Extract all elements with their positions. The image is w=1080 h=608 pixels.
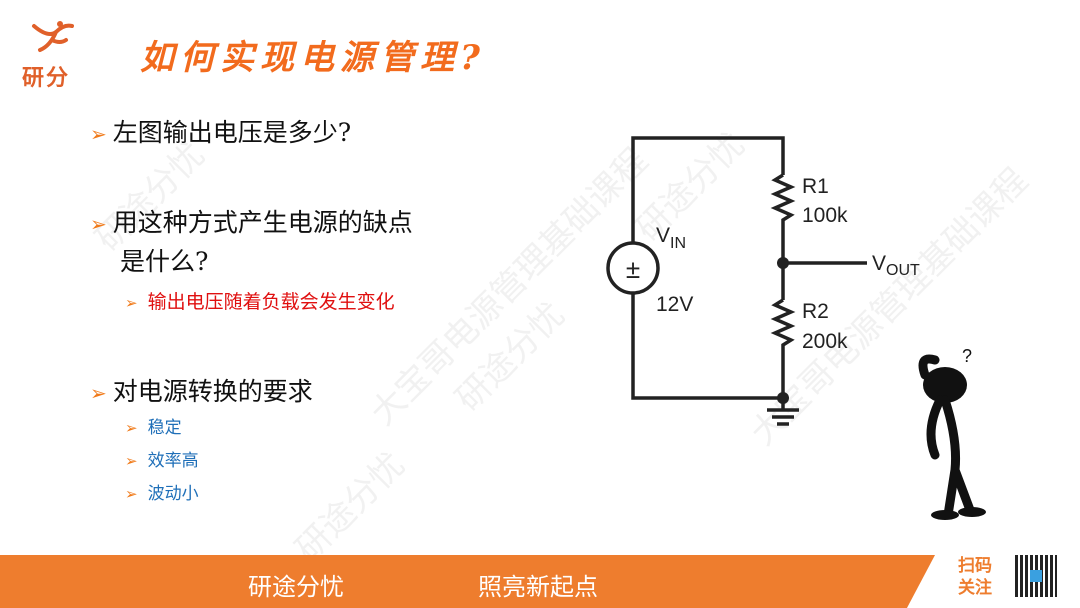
sub-bullet: ➢ 效率高 <box>125 446 199 471</box>
bullet-2-cont: 是什么? <box>120 247 209 276</box>
bullet-2: ➢用这种方式产生电源的缺点 <box>90 203 413 239</box>
footer-bar <box>0 555 935 608</box>
vout-label: VOUT <box>872 252 920 279</box>
thinking-figure: ? <box>918 346 986 520</box>
junction-dot <box>777 392 789 404</box>
r2-name: R2 <box>802 300 829 323</box>
source-symbol: ± <box>626 254 640 284</box>
r1-name: R1 <box>802 175 829 198</box>
footer-slogan-right: 照亮新起点 <box>478 573 598 601</box>
arrow-icon: ➢ <box>125 419 138 437</box>
bullet-text: 对电源转换的要求 <box>112 377 313 406</box>
scan-follow-label: 扫码关注 <box>958 555 992 599</box>
bullet-3: ➢对电源转换的要求 <box>90 372 313 408</box>
sub-bullet-text: 稳定 <box>147 418 182 438</box>
resistor-r2 <box>770 298 796 350</box>
scan-text: 扫码 <box>958 556 992 576</box>
footer-slogan-left: 研途分忧 <box>248 573 344 601</box>
arrow-icon: ➢ <box>125 485 138 503</box>
arrow-icon: ➢ <box>125 294 138 312</box>
r1-value: 100k <box>802 204 848 227</box>
voltage-source <box>606 241 660 295</box>
sub-bullet-text: 效率高 <box>147 451 199 471</box>
r2-value: 200k <box>802 330 848 353</box>
vin-value: 12V <box>656 293 693 316</box>
sub-bullet-text: 输出电压随着负载会发生变化 <box>147 291 395 313</box>
question-mark: ? <box>962 346 972 366</box>
qr-code-icon[interactable] <box>1015 555 1057 597</box>
logo-text: 研分 <box>22 66 71 91</box>
logo-icon <box>32 21 74 52</box>
arrow-icon: ➢ <box>90 212 107 236</box>
vin-label: VIN <box>656 224 686 252</box>
arrow-icon: ➢ <box>125 452 138 470</box>
follow-text: 关注 <box>958 578 992 598</box>
bullet-text: 左图输出电压是多少? <box>112 118 352 147</box>
page-title: 如何实现电源管理? <box>140 38 486 78</box>
sub-bullet: ➢ 稳定 <box>125 413 182 438</box>
circuit-wires <box>631 136 785 400</box>
resistor-r1 <box>770 173 796 225</box>
junction-dot <box>777 257 789 269</box>
arrow-icon: ➢ <box>90 122 107 146</box>
bullet-1: ➢左图输出电压是多少? <box>90 113 351 149</box>
sub-bullet: ➢ 波动小 <box>125 479 199 504</box>
bullet-text: 用这种方式产生电源的缺点 <box>112 208 413 237</box>
arrow-icon: ➢ <box>90 381 107 405</box>
sub-bullet: ➢ 输出电压随着负载会发生变化 <box>125 287 395 314</box>
sub-bullet-text: 波动小 <box>147 484 199 504</box>
